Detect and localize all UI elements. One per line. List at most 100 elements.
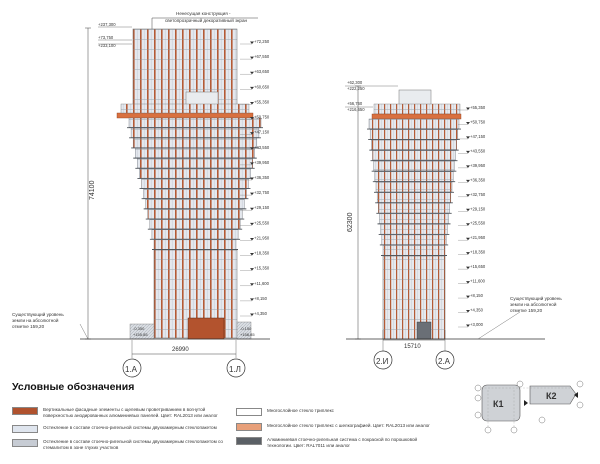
floor-plate xyxy=(373,160,455,172)
level-marker xyxy=(466,310,470,313)
key-plan-k2: К2 xyxy=(546,391,557,401)
right-building-elevation xyxy=(367,89,462,340)
level-label: +55,350 xyxy=(254,99,270,104)
level-label: +55,350 xyxy=(470,105,486,110)
floor-plate xyxy=(374,171,454,182)
level-marker xyxy=(250,56,254,60)
floor-plate xyxy=(382,245,446,256)
level-label: +72,250 xyxy=(254,39,270,44)
level-label: +3,000 xyxy=(470,322,484,327)
level-label: +67,550 xyxy=(254,54,270,59)
floor-plate xyxy=(376,192,452,203)
legend-swatch xyxy=(236,408,262,416)
level-label: +8,150 xyxy=(254,296,268,301)
top-note-line1: Ненесущая конструкция - xyxy=(176,11,231,16)
floor-plate xyxy=(153,239,237,250)
axis-label-right-a: 2.А xyxy=(438,357,451,366)
legend-text: Остекление в составе стоечно-ригельной с… xyxy=(43,425,217,430)
left-top-mark-3: +233,100 xyxy=(98,43,116,48)
left-width-dim: 26990 xyxy=(172,347,189,353)
level-label: +50,750 xyxy=(470,119,486,124)
left-height-dim: 74100 xyxy=(89,180,96,200)
key-plan: К1 К2 xyxy=(474,380,584,434)
right-level-marks: +55,350+50,750+47,150+43,550+39,950+36,3… xyxy=(458,105,486,328)
floor-plate xyxy=(381,234,447,245)
level-marker xyxy=(466,295,470,299)
axis-label-right-i: 2.И xyxy=(376,357,389,366)
legend-swatch xyxy=(12,439,38,447)
level-marker xyxy=(250,268,254,271)
level-marker xyxy=(250,283,254,286)
level-marker xyxy=(250,313,254,316)
level-marker xyxy=(466,136,470,139)
level-label: +11,600 xyxy=(254,281,270,286)
right-entrance xyxy=(416,321,432,340)
legend-text: Алюминиевая стоечно-ригельная система с … xyxy=(267,437,418,448)
floor-plate xyxy=(132,138,258,148)
level-marker xyxy=(250,192,254,196)
legend-item-facade-panels: Вертикальные фасадные элементы с щелевым… xyxy=(12,407,227,418)
level-marker xyxy=(466,165,470,168)
floor-plate xyxy=(375,182,453,193)
legend-item-glazing: Остекление в составе стоечно-ригельной с… xyxy=(12,425,227,433)
legend-swatch xyxy=(236,437,262,445)
level-marker xyxy=(250,41,254,44)
level-marker xyxy=(250,207,254,211)
crown-screen xyxy=(132,28,238,106)
level-label: +18,350 xyxy=(254,251,270,256)
level-label: +8,150 xyxy=(470,293,484,298)
level-label: +32,750 xyxy=(470,192,486,197)
level-marker xyxy=(250,117,254,120)
level-marker xyxy=(466,121,470,125)
right-top-marks: +62,300 +222,250 +56,760 +216,650 xyxy=(345,80,398,112)
level-label: +39,950 xyxy=(470,163,486,168)
entrance xyxy=(187,317,225,340)
level-marker xyxy=(250,177,254,180)
left-bottom-mark-1: -0,350 xyxy=(133,326,145,331)
right-ground-note-3: отметке 159,20 xyxy=(510,308,543,313)
right-width-dim: 15710 xyxy=(404,344,421,350)
level-marker xyxy=(250,222,254,226)
level-label: +32,750 xyxy=(254,190,270,195)
axis-bubble-left-a xyxy=(122,358,142,378)
level-marker xyxy=(466,266,470,270)
level-marker xyxy=(466,324,470,327)
level-marker xyxy=(466,150,470,154)
level-label: +21,950 xyxy=(470,235,486,240)
upper-floor xyxy=(120,103,250,114)
left-top-marks: +237,300 +73,750 +233,100 xyxy=(98,22,132,48)
right-top-mark-1: +62,300 xyxy=(347,80,363,85)
level-label: +25,550 xyxy=(470,221,486,226)
level-marker xyxy=(250,101,254,105)
floor-plate xyxy=(135,148,255,159)
right-roof-equipment xyxy=(398,89,432,107)
level-marker xyxy=(466,107,470,110)
level-label: +36,350 xyxy=(470,177,486,182)
left-bottom-mark-3: -0,150 xyxy=(240,326,252,331)
level-marker xyxy=(250,162,254,165)
legend-text: Многослойное стекло триплекс с шелкограф… xyxy=(267,423,430,428)
level-marker xyxy=(250,71,254,75)
level-marker xyxy=(250,253,254,256)
level-label: +25,550 xyxy=(254,220,270,225)
key-plan-k1: К1 xyxy=(493,399,504,409)
right-ground-note-1: Существующий уровень xyxy=(510,295,562,301)
floor-plate xyxy=(368,118,460,129)
legend-text: Многослойное стекло триплекс xyxy=(267,408,334,413)
level-label: +47,150 xyxy=(470,134,486,139)
level-label: +43,550 xyxy=(254,145,270,150)
legend-title: Условные обозначения xyxy=(12,381,135,393)
legend-item-aluminium-system: Алюминиевая стоечно-ригельная система с … xyxy=(236,437,436,448)
level-label: +63,650 xyxy=(254,69,270,74)
level-marker xyxy=(250,147,254,150)
level-label: +39,950 xyxy=(254,160,270,165)
legend-swatch xyxy=(236,423,262,431)
axis-bubble-right-a xyxy=(435,350,455,370)
floor-plate xyxy=(147,209,243,219)
level-label: +15,650 xyxy=(470,264,486,269)
right-ground-note-2: земли на абсолютной xyxy=(510,301,557,307)
floor-plate xyxy=(369,129,459,140)
right-base xyxy=(382,255,446,340)
right-left-mark-2: +216,650 xyxy=(347,107,365,112)
level-label: +47,150 xyxy=(254,130,270,135)
